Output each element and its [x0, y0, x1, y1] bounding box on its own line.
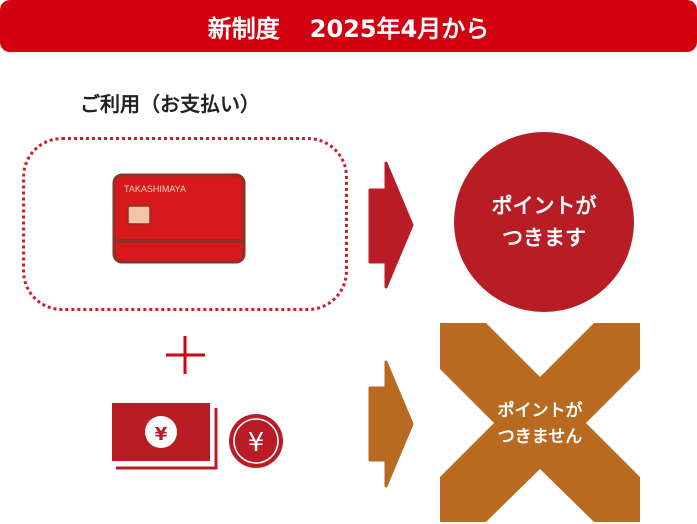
card-brand: TAKASHIMAYA [124, 184, 186, 194]
points-yes-text: ポイントが つきます [454, 190, 634, 254]
points-no-text: ポイントが つきません [450, 398, 630, 450]
points-yes-circle [454, 132, 634, 312]
points-yes-line1: ポイントが [491, 194, 597, 218]
points-no-line1: ポイントが [497, 401, 583, 421]
plus-icon [166, 336, 205, 374]
arrow-right-icon [368, 360, 414, 488]
cross-icon [440, 323, 640, 522]
coin-icon: ¥ [229, 414, 283, 468]
svg-text:¥: ¥ [248, 428, 265, 458]
header-banner: 新制度 2025年4月から [0, 0, 697, 52]
banknote-icon: ¥ [112, 403, 218, 470]
usage-label: ご利用（お支払い） [80, 92, 260, 116]
svg-text:¥: ¥ [155, 424, 168, 445]
points-yes-line2: つきます [502, 226, 586, 250]
header-title: 新制度 [207, 14, 280, 43]
header-date: 2025年4月から [309, 14, 490, 43]
credit-card-icon: TAKASHIMAYA [112, 173, 246, 264]
arrow-right-icon [368, 161, 414, 289]
points-no-line2: つきません [497, 427, 583, 447]
credit-card-box [22, 137, 348, 311]
